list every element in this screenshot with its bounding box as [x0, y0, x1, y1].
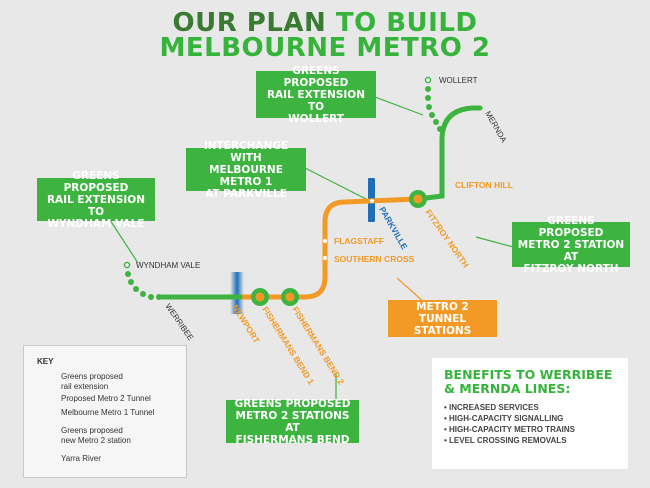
- callout-fitzroy-line: GREENS PROPOSED: [538, 214, 604, 239]
- key-item-text: Greens proposed: [61, 372, 123, 381]
- key-item-text: Yarra River: [61, 454, 101, 463]
- callout-wollert-line: GREENS PROPOSED: [283, 64, 349, 89]
- wyndham-vale-dots: [123, 261, 162, 300]
- label-fishermans-bend-1: FISHERMANS BEND 1: [260, 305, 316, 387]
- callout-tunnel-line: METRO 2 TUNNEL: [416, 300, 469, 325]
- benefits-title-line: BENEFITS TO WERRIBEE: [444, 367, 613, 382]
- label-southern-cross: SOUTHERN CROSS: [334, 254, 415, 264]
- metro-2-tunnel: [167, 196, 421, 300]
- callout-fitzroy-line: METRO 2 STATION AT: [517, 238, 625, 263]
- key-title: KEY: [37, 357, 54, 366]
- label-flagstaff: FLAGSTAFF: [334, 236, 384, 246]
- benefit-item: INCREASED SERVICES: [444, 402, 616, 413]
- station-dot-flagstaff: [323, 239, 327, 243]
- label-fishermans-bend-2: FISHERMANS BEND 2: [290, 305, 346, 387]
- title-line-1: OUR PLAN TO BUILD: [0, 8, 650, 38]
- benefit-item: HIGH-CAPACITY METRO TRAINS: [444, 424, 616, 435]
- callout-fishermans-line: GREENS PROPOSED: [234, 397, 351, 410]
- callout-wollert-line: WOLLERT: [288, 112, 344, 125]
- label-clifton-hill: CLIFTON HILL: [455, 180, 513, 190]
- title-part-1: OUR PLAN: [172, 8, 327, 38]
- label-mernda: MERNDA: [483, 110, 508, 145]
- benefits-box: BENEFITS TO WERRIBEE & MERNDA LINES: INC…: [432, 358, 628, 469]
- label-wollert: WOLLERT: [439, 76, 478, 85]
- callout-fitzroy-line: FITZROY NORTH: [523, 262, 619, 275]
- key-item-text: new Metro 2 station: [61, 436, 131, 445]
- key-item-text: Greens proposed: [61, 426, 123, 435]
- callout-fishermans-line: FISHERMANS BEND: [235, 433, 350, 446]
- mernda-extension: [415, 105, 483, 202]
- callout-parkville-line: MELBOURNE METRO 1: [209, 163, 283, 188]
- callout-wyndham-line: GREENS PROPOSED: [63, 169, 129, 194]
- label-werribee: WERRIBEE: [163, 302, 195, 342]
- map-key: KEY: [23, 345, 187, 478]
- new-station-fishermans-bend-1: [251, 288, 269, 306]
- station-dot-southern-cross: [323, 256, 327, 260]
- label-wyndham-vale: WYNDHAM VALE: [136, 261, 200, 270]
- callout-wollert-line: RAIL EXTENSION TO: [266, 88, 366, 113]
- benefits-title: BENEFITS TO WERRIBEE & MERNDA LINES:: [444, 368, 616, 396]
- callout-parkville-line: INTERCHANGE WITH: [203, 139, 289, 164]
- callout-fishermans-line: METRO 2 STATIONS AT: [235, 409, 350, 434]
- key-item-metro-1: Melbourne Metro 1 Tunnel: [61, 408, 154, 418]
- callout-wyndham-line: RAIL EXTENSION TO: [46, 193, 146, 218]
- key-item-text: Proposed Metro 2 Tunnel: [61, 394, 151, 403]
- key-item-text: rail extension: [61, 382, 109, 391]
- key-item-river: Yarra River: [61, 454, 101, 464]
- benefit-item: LEVEL CROSSING REMOVALS: [444, 435, 616, 446]
- benefits-title-line: & MERNDA LINES:: [444, 381, 571, 396]
- title-part-2: TO BUILD: [326, 8, 478, 38]
- yarra-river: [230, 272, 244, 314]
- label-newport: NEWPORT: [230, 303, 262, 346]
- key-item-metro-2: Proposed Metro 2 Tunnel: [61, 394, 151, 404]
- callout-parkville-line: AT PARKVILLE: [205, 187, 287, 200]
- benefit-item: HIGH-CAPACITY SIGNALLING: [444, 413, 616, 424]
- label-fitzroy-north: FITZROY NORTH: [423, 207, 471, 269]
- callout-wyndham-line: WYNDHAM VALE: [47, 217, 145, 230]
- callout-tunnel-line: STATIONS: [413, 324, 472, 337]
- wollert-dots: [424, 76, 443, 132]
- title-line-2: MELBOURNE METRO 2: [159, 33, 491, 63]
- leader-line-tunnel: [396, 277, 426, 304]
- station-dot-parkville: [370, 199, 374, 203]
- new-station-fishermans-bend-2: [281, 288, 299, 306]
- key-item-text: Melbourne Metro 1 Tunnel: [61, 408, 155, 417]
- new-station-fitzroy-north: [409, 190, 427, 208]
- benefits-list: INCREASED SERVICES HIGH-CAPACITY SIGNALL…: [444, 402, 616, 446]
